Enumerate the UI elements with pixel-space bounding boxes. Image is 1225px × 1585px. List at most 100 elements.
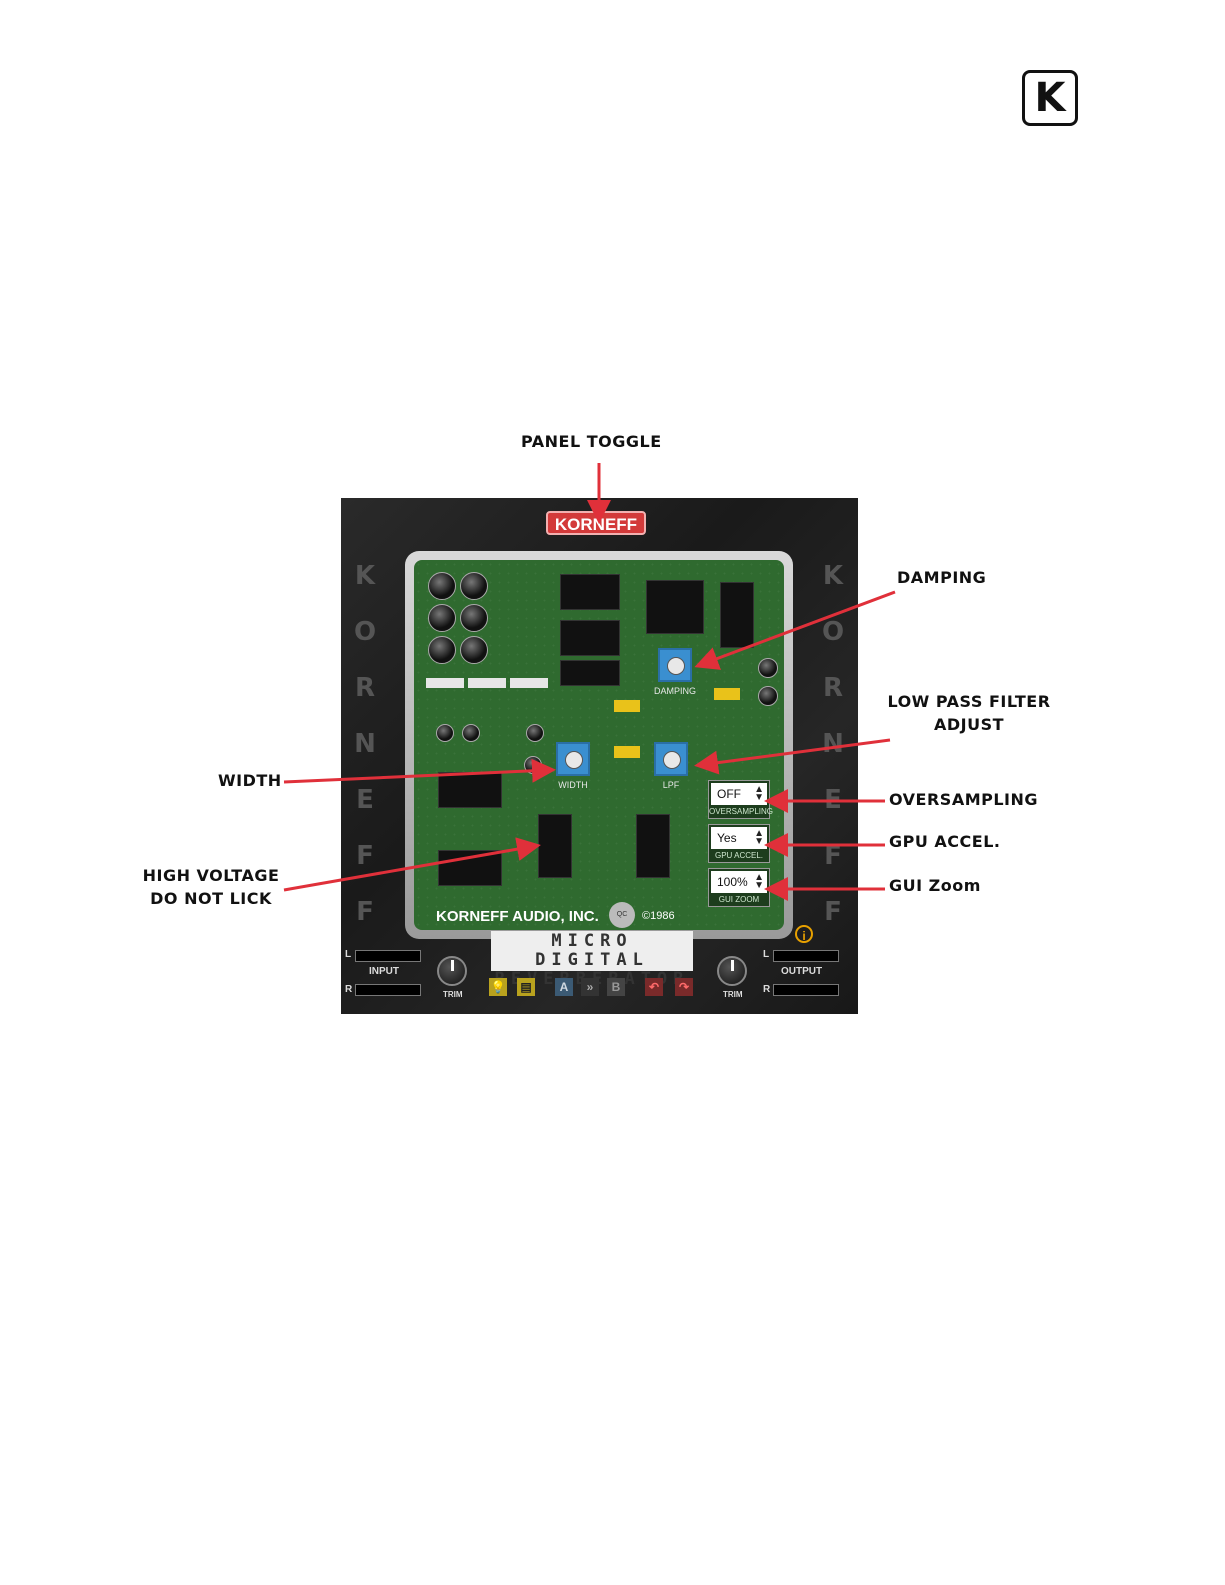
callout-high-voltage: HIGH VOLTAGE DO NOT LICK bbox=[140, 866, 282, 908]
high-voltage-chip bbox=[538, 814, 572, 878]
yellow-capacitor bbox=[614, 700, 640, 712]
yellow-capacitor bbox=[614, 746, 640, 758]
capacitor bbox=[526, 724, 544, 742]
output-channel-r: R bbox=[763, 984, 771, 995]
gui-zoom-select[interactable]: 100% ▲▼ GUI ZOOM bbox=[708, 868, 770, 907]
input-channel-l: L bbox=[345, 949, 352, 960]
panel-toggle-button[interactable]: KORNEFF bbox=[546, 511, 646, 535]
lpf-trimpot[interactable] bbox=[654, 742, 688, 776]
ic-chip bbox=[720, 582, 754, 648]
callout-low-pass-line1: LOW PASS FILTER bbox=[887, 692, 1051, 711]
callout-width: WIDTH bbox=[218, 771, 282, 790]
info-icon[interactable]: i bbox=[795, 925, 813, 943]
korneff-logo: K bbox=[1022, 70, 1078, 126]
ic-chip bbox=[560, 660, 620, 686]
ic-chip-square bbox=[646, 580, 704, 634]
input-channel-r: R bbox=[345, 984, 353, 995]
capacitor bbox=[460, 636, 488, 664]
component-strip bbox=[426, 678, 464, 688]
gui-zoom-value: 100% bbox=[717, 875, 748, 889]
lpf-label: LPF bbox=[662, 780, 680, 790]
ic-chip bbox=[438, 772, 502, 808]
output-label: OUTPUT bbox=[781, 966, 823, 977]
side-letter: R bbox=[822, 673, 844, 703]
side-letter: O bbox=[353, 617, 377, 647]
capacitor bbox=[758, 658, 778, 678]
input-trim-knob[interactable] bbox=[437, 956, 467, 986]
oversampling-caption: OVERSAMPLING bbox=[709, 807, 774, 816]
ab-button-b[interactable]: B bbox=[607, 978, 625, 996]
width-trimpot[interactable] bbox=[556, 742, 590, 776]
updown-arrows-icon: ▲▼ bbox=[754, 872, 764, 891]
lightbulb-button[interactable]: 💡 bbox=[489, 978, 507, 996]
callout-oversampling: OVERSAMPLING bbox=[889, 790, 1039, 809]
qc-pass-sticker: QC PASS bbox=[609, 902, 635, 928]
oversampling-select[interactable]: OFF▲▼ OVERSAMPLING bbox=[708, 780, 774, 819]
callout-gpu-accel: GPU ACCEL. bbox=[889, 832, 1001, 851]
output-trim-label: TRIM bbox=[723, 990, 743, 999]
side-letter: E bbox=[356, 785, 374, 815]
gpu-accel-select[interactable]: Yes ▲▼ GPU ACCEL. bbox=[708, 824, 770, 863]
output-trim-knob[interactable] bbox=[717, 956, 747, 986]
lightbulb-icon: 💡 bbox=[490, 980, 506, 994]
gpu-accel-value: Yes bbox=[717, 831, 737, 845]
ic-chip bbox=[560, 620, 620, 656]
capacitor bbox=[462, 724, 480, 742]
ab-button-a[interactable]: A bbox=[555, 978, 573, 996]
product-title-plate: MICRO DIGITAL REVERBERATOR bbox=[491, 931, 693, 989]
damping-label: DAMPING bbox=[653, 686, 696, 696]
callout-low-pass-filter: LOW PASS FILTER ADJUST bbox=[884, 692, 1054, 734]
capacitor bbox=[460, 572, 488, 600]
side-letter: N bbox=[354, 729, 376, 759]
width-label: WIDTH bbox=[558, 780, 588, 790]
copyright-year: ©1986 bbox=[642, 910, 675, 922]
input-trim-label: TRIM bbox=[443, 990, 463, 999]
input-meter-r bbox=[355, 984, 421, 996]
callout-panel-toggle: PANEL TOGGLE bbox=[521, 432, 662, 451]
undo-button[interactable]: ↶ bbox=[645, 978, 663, 996]
component-strip bbox=[468, 678, 506, 688]
ab-copy-button[interactable]: » bbox=[581, 978, 599, 996]
circuit-board: DAMPING WIDTH LPF OFF▲▼ OVERSAMPLING Yes… bbox=[414, 560, 784, 930]
side-letter: F bbox=[824, 897, 842, 927]
redo-icon: ↷ bbox=[678, 980, 690, 994]
side-letter: F bbox=[356, 841, 374, 871]
redo-button[interactable]: ↷ bbox=[675, 978, 693, 996]
capacitor bbox=[428, 572, 456, 600]
title-line1: MICRO DIGITAL bbox=[535, 931, 649, 970]
capacitor bbox=[436, 724, 454, 742]
callout-gui-zoom: GUI Zoom bbox=[889, 876, 981, 895]
capacitor bbox=[524, 756, 542, 774]
output-meter-r bbox=[773, 984, 839, 996]
preset-book-button[interactable]: ▤ bbox=[517, 978, 535, 996]
capacitor bbox=[428, 604, 456, 632]
callout-damping: DAMPING bbox=[897, 568, 987, 587]
side-letter: K bbox=[354, 561, 376, 591]
updown-arrows-icon: ▲▼ bbox=[754, 828, 764, 847]
component-strip bbox=[510, 678, 548, 688]
side-letter: N bbox=[822, 729, 844, 759]
damping-trimpot[interactable] bbox=[658, 648, 692, 682]
side-letter: K bbox=[822, 561, 844, 591]
board-frame: DAMPING WIDTH LPF OFF▲▼ OVERSAMPLING Yes… bbox=[405, 551, 793, 939]
callout-high-voltage-line1: HIGH VOLTAGE bbox=[142, 866, 280, 885]
callout-low-pass-line2: ADJUST bbox=[933, 715, 1005, 734]
output-meter-l bbox=[773, 950, 839, 962]
side-letter: F bbox=[824, 841, 842, 871]
updown-arrows-icon: ▲▼ bbox=[754, 784, 764, 803]
gui-zoom-caption: GUI ZOOM bbox=[718, 895, 760, 904]
yellow-capacitor bbox=[714, 688, 740, 700]
gpu-accel-caption: GPU ACCEL. bbox=[714, 851, 763, 860]
ic-chip bbox=[560, 574, 620, 610]
undo-icon: ↶ bbox=[648, 980, 660, 994]
side-letter: R bbox=[354, 673, 376, 703]
book-icon: ▤ bbox=[520, 980, 532, 994]
ic-chip bbox=[438, 850, 502, 886]
input-meter-l bbox=[355, 950, 421, 962]
capacitor bbox=[460, 604, 488, 632]
side-letter: E bbox=[824, 785, 842, 815]
callout-high-voltage-line2: DO NOT LICK bbox=[150, 889, 272, 908]
